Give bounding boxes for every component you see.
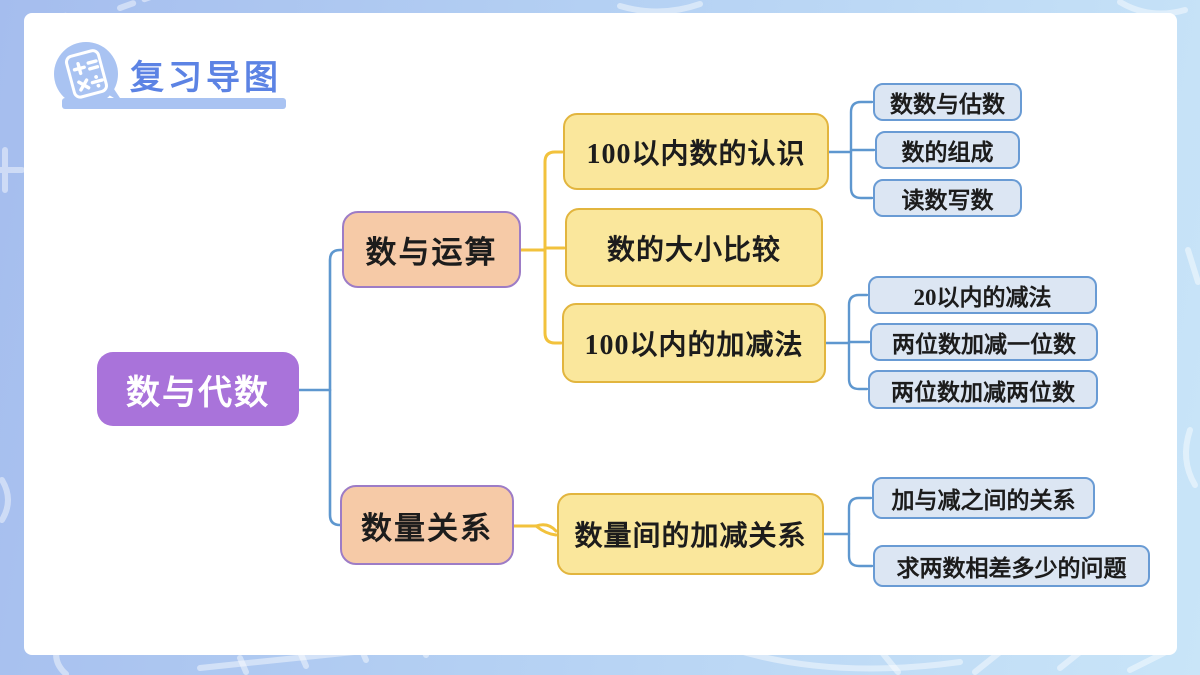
node-topic-add-subtract-relations: 数量间的加减关系 <box>557 493 824 575</box>
node-topic-number-comparison: 数的大小比较 <box>565 208 823 287</box>
node-leaf-counting-estimating: 数数与估数 <box>873 83 1022 121</box>
calculator-icon <box>54 42 124 106</box>
node-topic-add-subtract-within-100: 100以内的加减法 <box>562 303 826 383</box>
node-root: 数与代数 <box>97 352 299 426</box>
connector-topic4-leaves <box>822 496 874 568</box>
page-title: 复习导图 <box>130 59 282 97</box>
node-leaf-two-digit-plus-one-digit: 两位数加减一位数 <box>870 323 1098 361</box>
node-leaf-difference-problems: 求两数相差多少的问题 <box>873 545 1150 587</box>
connector-root-branches <box>297 248 345 527</box>
node-topic-numbers-within-100: 100以内数的认识 <box>563 113 829 190</box>
title-underline-bar <box>62 98 286 109</box>
connector-topic1-leaves <box>827 100 876 200</box>
node-leaf-two-digit-plus-two-digit: 两位数加减两位数 <box>868 370 1098 409</box>
node-leaf-number-composition: 数的组成 <box>875 131 1020 169</box>
connector-branch1-topics <box>519 150 566 345</box>
node-leaf-subtraction-within-20: 20以内的减法 <box>868 276 1097 314</box>
connector-topic3-leaves <box>824 293 871 391</box>
connector-branch2-topic <box>512 523 558 537</box>
node-branch-number-operations: 数与运算 <box>342 211 521 288</box>
node-branch-quantity-relations: 数量关系 <box>340 485 514 565</box>
node-leaf-reading-writing-numbers: 读数写数 <box>873 179 1022 217</box>
node-leaf-relation-add-subtract: 加与减之间的关系 <box>872 477 1095 519</box>
